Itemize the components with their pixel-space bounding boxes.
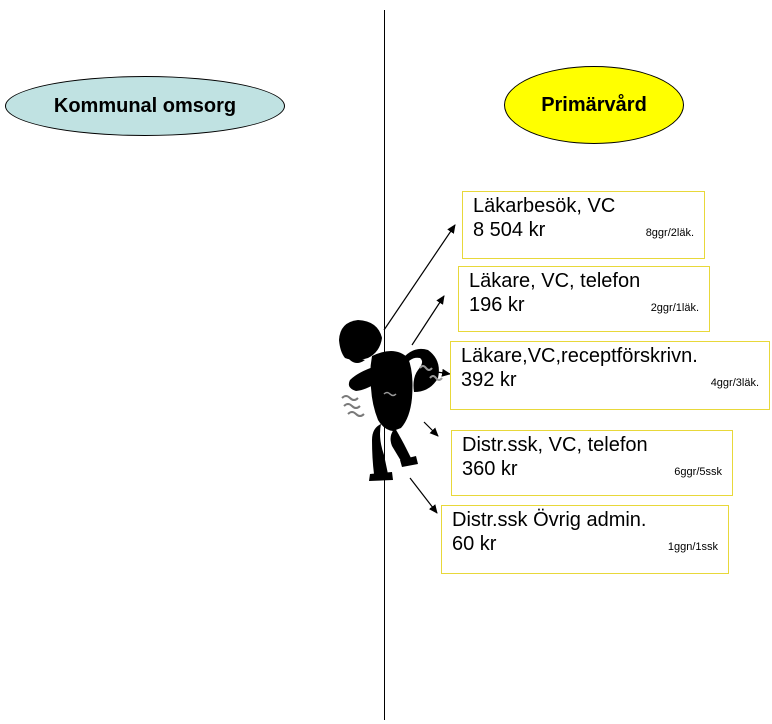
service-box-lakare-telefon: Läkare, VC, telefon 196 kr 2ggr/1läk. — [458, 266, 710, 332]
service-cost: 60 kr — [452, 533, 497, 555]
primarvard-ellipse: Primärvård — [504, 66, 684, 144]
service-title: Läkare,VC,receptförskrivn. — [461, 345, 698, 367]
service-frequency: 1ggn/1ssk — [667, 541, 718, 553]
service-cost: 8 504 kr — [473, 219, 546, 241]
service-frequency: 2ggr/1läk. — [650, 302, 699, 314]
arrow-to-lakare-telefon — [411, 295, 445, 346]
service-cost: 360 kr — [462, 458, 518, 480]
sick-person-icon — [339, 320, 443, 481]
service-box-distrssk-telefon: Distr.ssk, VC, telefon 360 kr 6ggr/5ssk — [451, 430, 733, 496]
service-cost: 392 kr — [461, 369, 517, 391]
kommunal-omsorg-label: Kommunal omsorg — [53, 94, 237, 117]
service-frequency: 6ggr/5ssk — [674, 466, 722, 478]
arrow-to-lakarbesok — [383, 224, 456, 331]
service-title: Läkare, VC, telefon — [469, 270, 641, 292]
service-title: Distr.ssk, VC, telefon — [462, 434, 648, 456]
service-cost: 196 kr — [469, 294, 525, 316]
primarvard-label: Primärvård — [541, 93, 647, 116]
kommunal-omsorg-ellipse: Kommunal omsorg — [5, 76, 285, 136]
service-box-receptforskrivning: Läkare,VC,receptförskrivn. 392 kr 4ggr/3… — [450, 341, 770, 410]
arrow-to-distrssk-admin — [409, 477, 438, 514]
service-title: Läkarbesök, VC — [473, 195, 616, 217]
service-frequency: 8ggr/2läk. — [645, 227, 694, 239]
service-frequency: 4ggr/3läk. — [710, 377, 759, 389]
service-title: Distr.ssk Övrig admin. — [452, 509, 647, 531]
arrow-to-receptforskrivning — [436, 368, 451, 377]
service-box-lakarbesok: Läkarbesök, VC 8 504 kr 8ggr/2läk. — [462, 191, 705, 259]
arrow-to-distrssk-telefon — [423, 421, 439, 437]
service-box-distrssk-admin: Distr.ssk Övrig admin. 60 kr 1ggn/1ssk — [441, 505, 729, 574]
